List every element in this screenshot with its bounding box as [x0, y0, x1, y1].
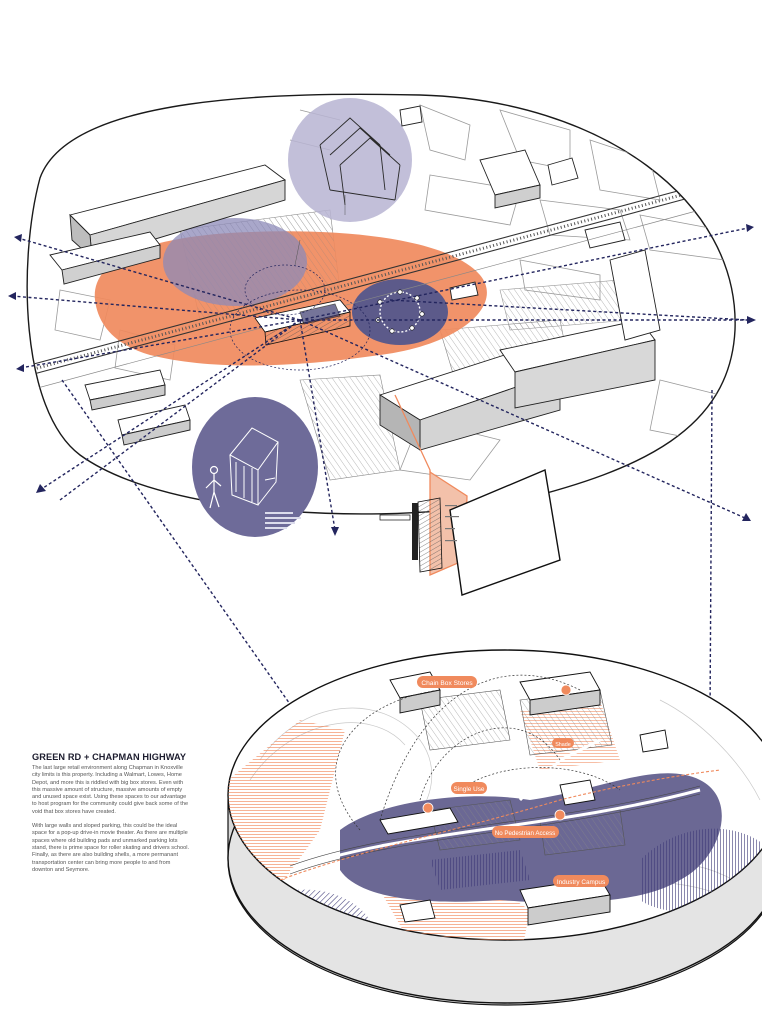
- location-pins: [422, 684, 572, 821]
- label-single-use: Single Use: [451, 782, 487, 794]
- lavender-zone-parking: [163, 218, 307, 306]
- top-annotations: [294, 195, 346, 266]
- road-edges: [289, 785, 701, 875]
- svg-text:Shade: Shade: [555, 742, 571, 748]
- gazebo-structure: [319, 117, 401, 206]
- top-site-map: [26, 93, 736, 515]
- purple-zone-roundabout: [352, 279, 448, 345]
- site-description: GREEN RD + CHAPMAN HIGHWAY The last larg…: [32, 752, 190, 881]
- svg-text:Single Use: Single Use: [454, 786, 485, 793]
- bottom-site-map: Chain Box Stores Single Use No Pedestria…: [227, 649, 762, 1006]
- flow-arcs: [335, 674, 621, 831]
- svg-text:Industry Campus: Industry Campus: [557, 879, 605, 886]
- description-paragraph-2: With large walls and sloped parking, thi…: [32, 823, 190, 873]
- label-industry-campus: Industry Campus: [553, 875, 609, 887]
- lavender-zone-gazebo: [288, 98, 412, 222]
- arrow-heads: [8, 224, 756, 536]
- description-paragraph-1: The last large retail environment along …: [32, 765, 189, 815]
- description-heading: GREEN RD + CHAPMAN HIGHWAY: [32, 752, 187, 762]
- callout-sheet: [379, 394, 561, 596]
- kiosk-detail-bubble: [192, 397, 318, 537]
- label-small-flag: Shade: [552, 738, 574, 748]
- orange-zone-west: [228, 720, 345, 900]
- pedestrian-path: [279, 769, 721, 881]
- view-arrows: [11, 227, 750, 531]
- drive-arcs: [229, 264, 371, 371]
- big-box-stores: [49, 105, 661, 451]
- svg-text:Chain Box Stores: Chain Box Stores: [421, 680, 473, 687]
- parking-field-lower: [299, 374, 401, 481]
- label-chain-box-stores: Chain Box Stores: [417, 676, 477, 688]
- railway-corridor: [29, 184, 701, 391]
- svg-text:No Pedestrian Access: No Pedestrian Access: [495, 830, 556, 837]
- purple-zone-hatch: [430, 850, 530, 890]
- label-no-pedestrian-access: No Pedestrian Access: [492, 826, 559, 838]
